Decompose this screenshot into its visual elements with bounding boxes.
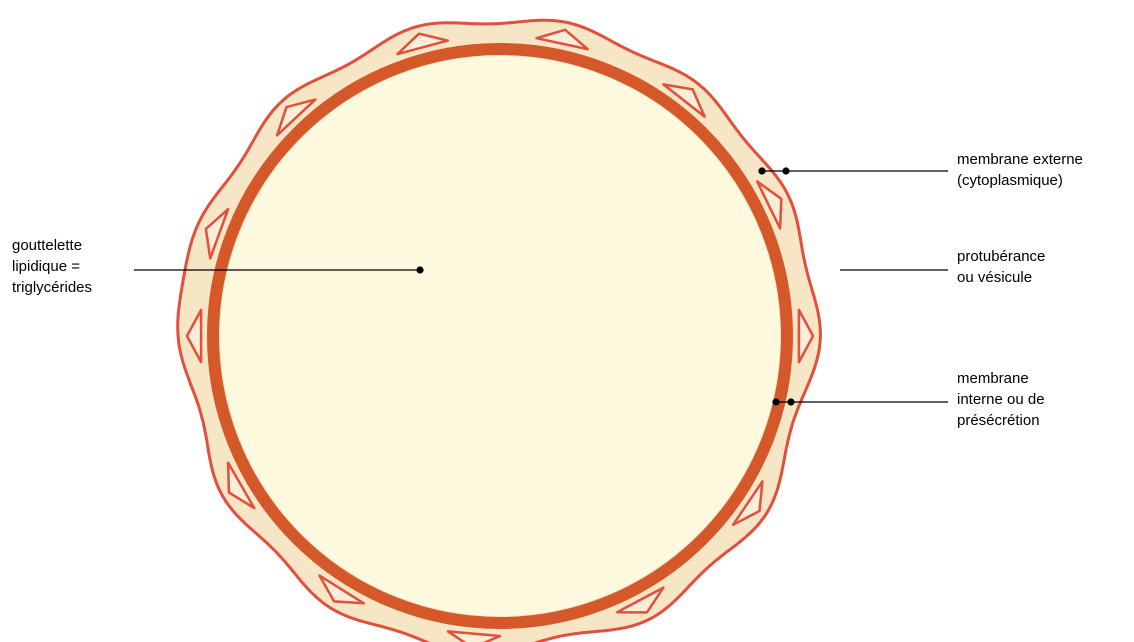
label-gouttelette-lipidique: gouttelette lipidique = triglycérides bbox=[12, 235, 92, 298]
leader-dot-membrane-interne-a bbox=[773, 399, 779, 405]
label-line: protubérance bbox=[957, 246, 1045, 267]
label-line: ou vésicule bbox=[957, 267, 1045, 288]
leader-dot-membrane-externe-a bbox=[759, 168, 765, 174]
label-line: (cytoplasmique) bbox=[957, 170, 1083, 191]
label-line: membrane externe bbox=[957, 149, 1083, 170]
label-line: interne ou de bbox=[957, 389, 1045, 410]
leader-dot-gouttelette bbox=[417, 267, 423, 273]
leader-dot-membrane-interne-b bbox=[788, 399, 794, 405]
label-line: présécrétion bbox=[957, 410, 1045, 431]
leader-dot-membrane-externe-b bbox=[783, 168, 789, 174]
label-membrane-externe: membrane externe (cytoplasmique) bbox=[957, 149, 1083, 191]
label-membrane-interne: membrane interne ou de présécrétion bbox=[957, 368, 1045, 431]
lipid-globule bbox=[178, 20, 821, 642]
label-line: triglycérides bbox=[12, 277, 92, 298]
label-line: gouttelette bbox=[12, 235, 92, 256]
label-protuberance: protubérance ou vésicule bbox=[957, 246, 1045, 288]
lipid-droplet bbox=[220, 56, 780, 616]
label-line: lipidique = bbox=[12, 256, 92, 277]
label-line: membrane bbox=[957, 368, 1045, 389]
